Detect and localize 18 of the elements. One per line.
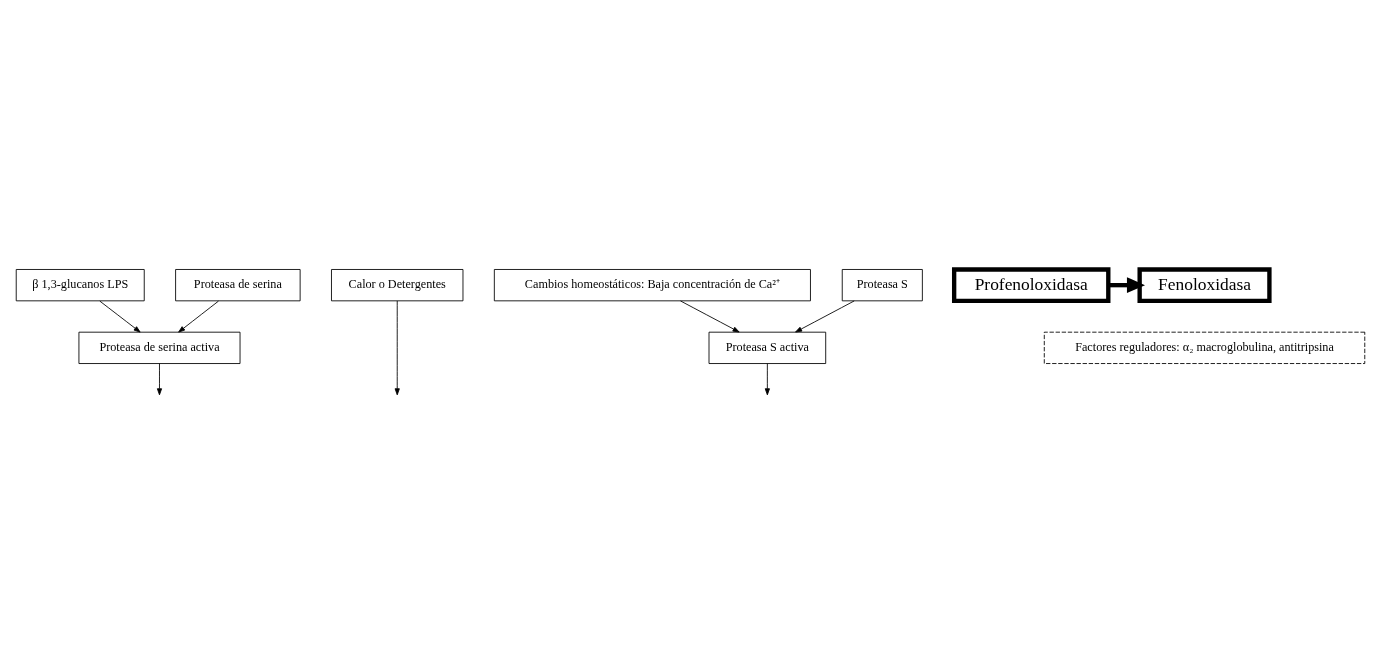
arrow (1108, 276, 1145, 293)
node-box: Profenoloxidasa (952, 266, 1111, 303)
arrow (156, 362, 163, 395)
node-box: Fenoloxidasa (1137, 266, 1272, 303)
arrow (764, 362, 770, 395)
arrow (680, 300, 740, 332)
node-box: Proteasa S activa (708, 331, 827, 364)
node-box: Factores reguladores: α₂ macroglobulina, antitripsina (1043, 331, 1366, 364)
arrow (99, 300, 141, 333)
arrow (394, 300, 400, 395)
node-box: Cambios homeostáticos: Baja concentración de Ca²⁺ (493, 268, 811, 301)
node-box: Calor o Detergentes (331, 268, 464, 301)
node-box: β 1,3-glucanos LPS (15, 268, 145, 301)
arrow (178, 300, 219, 333)
arrow (795, 300, 855, 332)
node-box: Proteasa S (841, 268, 923, 301)
node-box: Proteasa de serina activa (78, 331, 241, 364)
node-box: Proteasa de serina (175, 268, 301, 301)
